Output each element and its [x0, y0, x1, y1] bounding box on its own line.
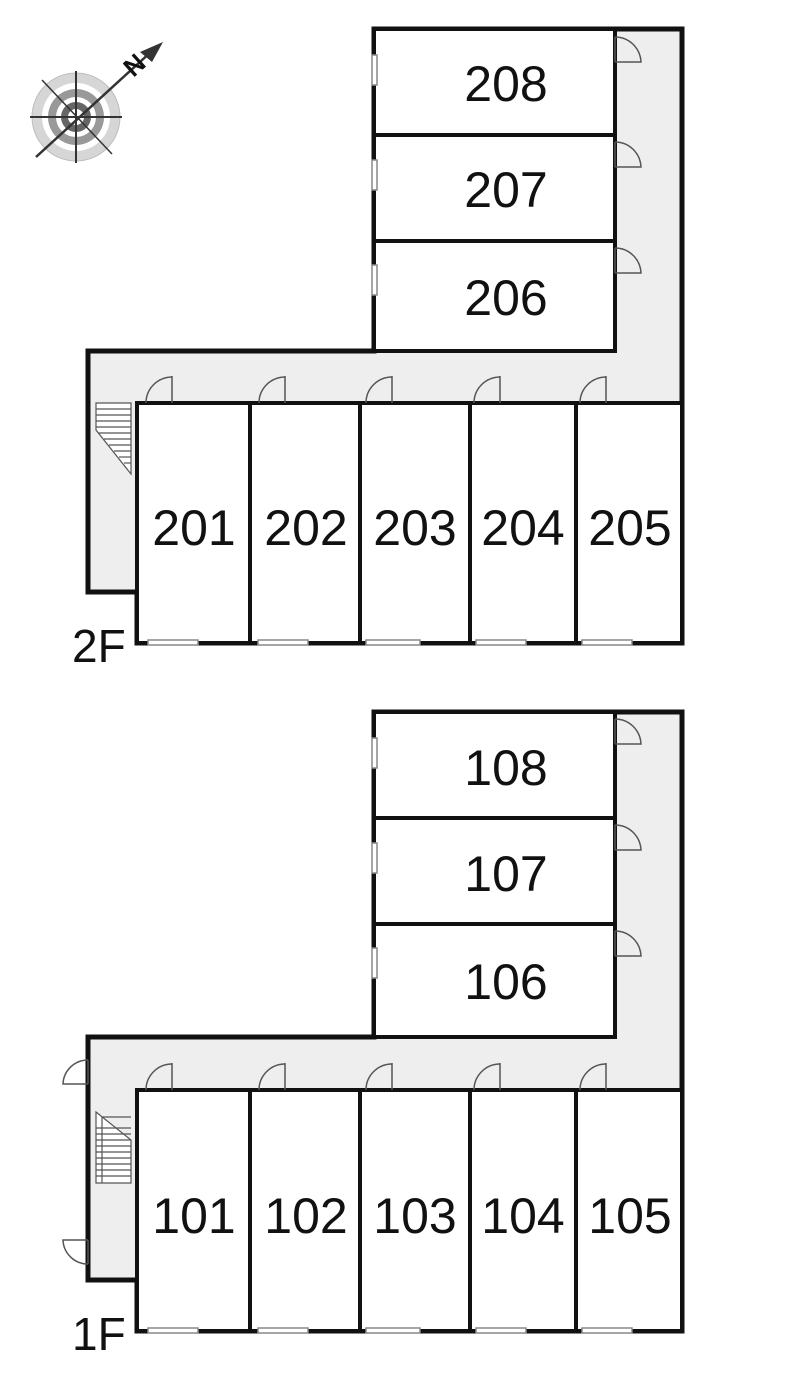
door-icon: [62, 718, 642, 1265]
door-icon: [145, 36, 642, 404]
stairs-icon: [95, 1110, 132, 1184]
corridor-2f: [88, 29, 682, 592]
room-label: 201: [152, 500, 235, 556]
room-label: 203: [373, 500, 456, 556]
room-label: 204: [481, 500, 564, 556]
room-label: 104: [481, 1188, 564, 1244]
stairs-icon: [95, 402, 132, 476]
floor-2f: 208 207 206 201 202 203 204 205 2F: [72, 26, 685, 672]
compass-rose-icon: N: [30, 42, 163, 163]
floor-1f: 108 107 106 101 102 103 104 105 1F: [62, 709, 685, 1360]
room-label: 106: [464, 954, 547, 1010]
room-205[interactable]: [574, 401, 684, 645]
room-label: 202: [264, 500, 347, 556]
room-label: 103: [373, 1188, 456, 1244]
room-203[interactable]: [358, 401, 472, 645]
room-202[interactable]: [248, 401, 362, 645]
floor-label: 1F: [72, 1308, 126, 1360]
room-106[interactable]: [372, 922, 617, 1039]
windows-1f: [147, 737, 633, 1334]
room-104[interactable]: [468, 1088, 578, 1333]
room-201[interactable]: [135, 401, 252, 645]
room-label: 206: [464, 270, 547, 326]
room-label: 207: [464, 162, 547, 218]
room-label: 108: [464, 740, 547, 796]
room-label: 102: [264, 1188, 347, 1244]
room-107[interactable]: [372, 816, 617, 926]
room-label: 101: [152, 1188, 235, 1244]
room-206[interactable]: [372, 239, 617, 353]
floor-label: 2F: [72, 620, 126, 672]
windows-2f: [147, 54, 633, 646]
room-label: 107: [464, 846, 547, 902]
room-label: 205: [588, 500, 671, 556]
room-label: 105: [588, 1188, 671, 1244]
room-label: 208: [464, 56, 547, 112]
corridor-1f: [88, 712, 682, 1280]
